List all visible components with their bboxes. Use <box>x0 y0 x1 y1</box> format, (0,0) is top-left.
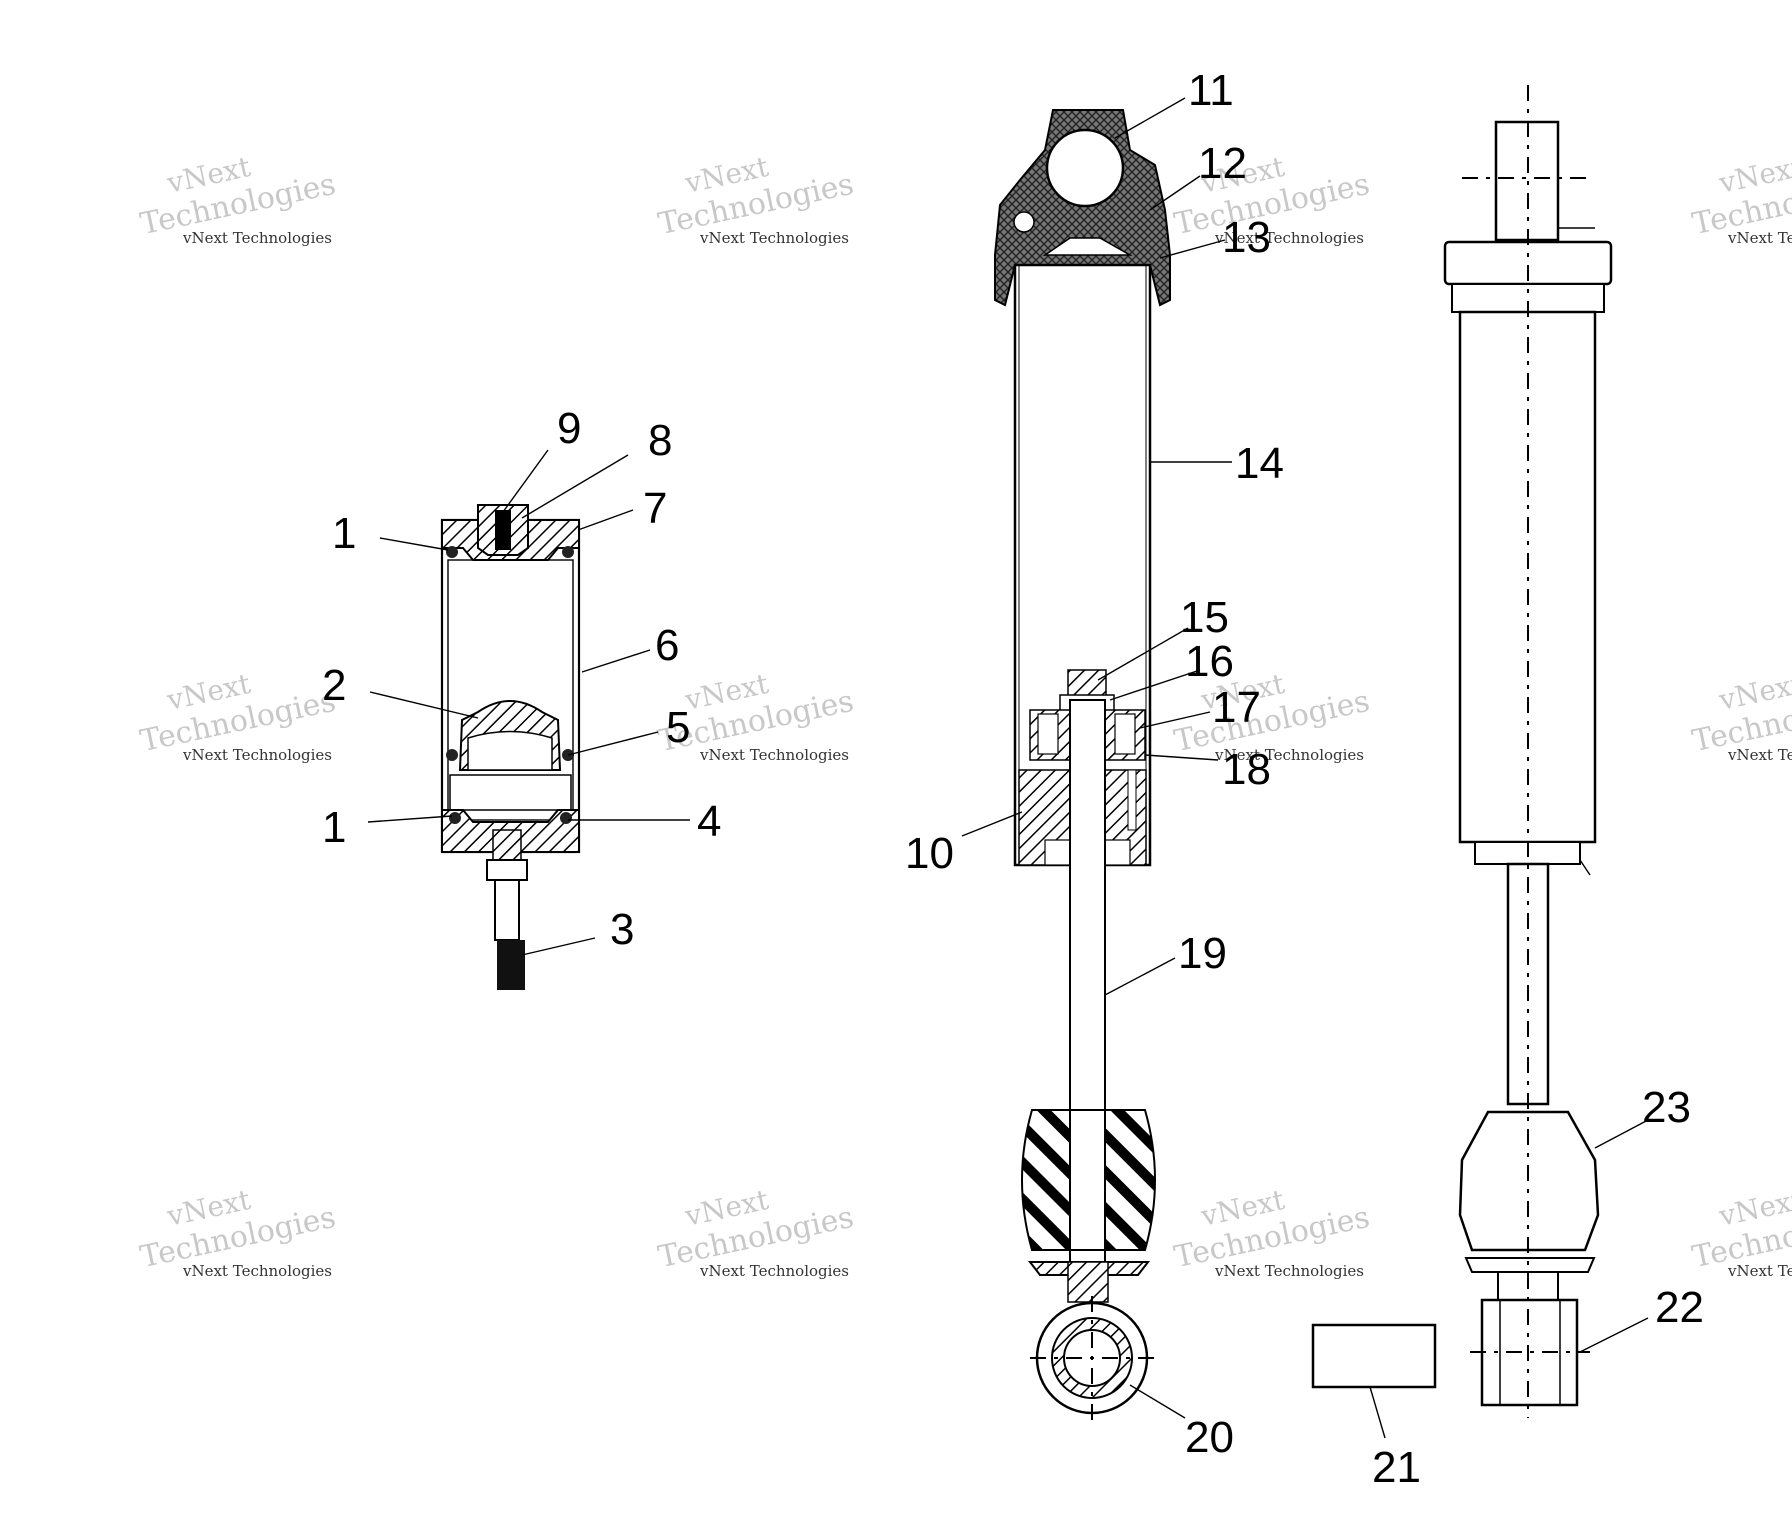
callout-13: 13 <box>1222 213 1271 262</box>
watermark-text: vNext Technologies <box>1727 229 1792 247</box>
watermark-text: vNext Technologies <box>182 746 332 764</box>
callout-2: 2 <box>322 661 346 710</box>
watermark-text: vNext Technologies <box>699 746 849 764</box>
eyelet-bore <box>1045 128 1125 208</box>
bushing-sleeve <box>1311 1323 1437 1389</box>
o-ring <box>446 749 458 761</box>
callout-7: 7 <box>643 484 667 533</box>
callout-12: 12 <box>1198 139 1247 188</box>
callout-15: 15 <box>1180 593 1229 642</box>
callout-10: 10 <box>905 829 954 878</box>
watermark-text: vNext Technologies <box>1214 1262 1364 1280</box>
watermark-layer: vNext Technologies vNext Technologies vN… <box>137 150 1792 1280</box>
callout-21: 21 <box>1372 1443 1421 1492</box>
watermark-text: vNext Technologies <box>1214 746 1364 764</box>
callout-19: 19 <box>1178 929 1227 978</box>
callout-14: 14 <box>1235 439 1284 488</box>
shock-section-assembly <box>994 109 1171 1420</box>
o-ring <box>562 546 574 558</box>
callout-8: 8 <box>648 416 672 465</box>
watermark-text: vNext Technologies <box>1214 229 1364 247</box>
callout-20: 20 <box>1185 1413 1234 1462</box>
leader-lines <box>367 97 1649 1439</box>
callout-11: 11 <box>1188 66 1234 115</box>
watermark-text: vNext Technologies <box>1727 746 1792 764</box>
callout-9: 9 <box>557 404 581 453</box>
callout-6: 6 <box>655 621 679 670</box>
exterior-washer <box>1464 1257 1596 1273</box>
callout-17: 17 <box>1212 683 1261 732</box>
callout-4: 4 <box>697 797 721 846</box>
callout-16: 16 <box>1185 637 1234 686</box>
hose <box>497 940 525 990</box>
watermark-text: vNext Technologies <box>699 229 849 247</box>
callout-3: 3 <box>610 905 634 954</box>
callout-1-lower: 1 <box>322 803 346 852</box>
watermark-text: vNext Technologies <box>699 1262 849 1280</box>
watermark-text: vNext Technologies <box>182 229 332 247</box>
callout-23: 23 <box>1642 1083 1691 1132</box>
callout-labels: 1 1 2 3 4 5 6 7 8 9 10 11 12 13 14 15 16… <box>322 66 1704 1492</box>
callout-18: 18 <box>1222 745 1271 794</box>
o-ring <box>449 812 461 824</box>
o-ring <box>446 546 458 558</box>
hose-fitting <box>486 859 528 881</box>
callout-22: 22 <box>1655 1283 1704 1332</box>
o-ring <box>560 812 572 824</box>
watermark-text: vNext Technologies <box>182 1262 332 1280</box>
watermark-text: vNext Technologies <box>1727 1262 1792 1280</box>
valve-stem <box>495 510 511 550</box>
reservoir-assembly <box>440 504 581 990</box>
callout-1-upper: 1 <box>332 509 356 558</box>
callout-5: 5 <box>666 703 690 752</box>
shock-exterior-assembly <box>1443 85 1613 1418</box>
